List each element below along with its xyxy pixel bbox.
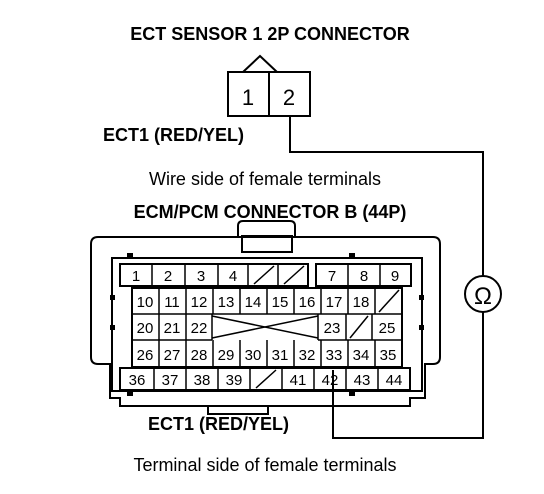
pin-23: 23 (324, 320, 341, 337)
ecm-row-4-labels: 26 27 28 29 30 31 32 33 34 35 (137, 347, 397, 364)
pin-3: 3 (197, 268, 205, 285)
pin-37: 37 (162, 372, 179, 389)
ect-pin-2: 2 (283, 85, 295, 110)
pin-32: 32 (299, 347, 316, 364)
pin-41: 41 (290, 372, 307, 389)
pin-12: 12 (191, 294, 208, 311)
ecm-row-3-labels: 20 21 22 23 25 (137, 320, 396, 337)
pin-29: 29 (218, 347, 235, 364)
housing-tabs (110, 253, 424, 396)
pin-20: 20 (137, 320, 154, 337)
pin-13: 13 (218, 294, 235, 311)
blank-terminal-19 (378, 289, 400, 313)
ecm-row-1: 1 2 3 4 7 8 9 (119, 263, 412, 287)
pin-43: 43 (354, 372, 371, 389)
pin-31: 31 (272, 347, 289, 364)
blank-terminal-24 (349, 315, 369, 339)
wire-side-caption: Wire side of female terminals (149, 169, 381, 189)
pin-2: 2 (164, 268, 172, 285)
blank-terminal-6 (283, 265, 305, 285)
pin-21: 21 (164, 320, 181, 337)
pin-15: 15 (272, 294, 289, 311)
pin-26: 26 (137, 347, 154, 364)
pin-38: 38 (194, 372, 211, 389)
ohm-icon: Ω (474, 283, 492, 310)
ecm-row-5-labels: 36 37 38 39 41 42 43 44 (129, 372, 403, 389)
ect-sensor-wire-label: ECT1 (RED/YEL) (103, 125, 244, 145)
pin-25: 25 (379, 320, 396, 337)
pin-34: 34 (353, 347, 370, 364)
ect-sensor-connector (227, 54, 311, 117)
pin-8: 8 (360, 268, 368, 285)
pin-16: 16 (299, 294, 316, 311)
pin-44: 44 (386, 372, 403, 389)
pin-10: 10 (137, 294, 154, 311)
pin-39: 39 (226, 372, 243, 389)
pin-17: 17 (326, 294, 343, 311)
ect-sensor-title: ECT SENSOR 1 2P CONNECTOR (130, 24, 409, 44)
pin-22: 22 (191, 320, 208, 337)
empty-cavity-cross-b (211, 315, 319, 339)
pin-36: 36 (129, 372, 146, 389)
ecm-connector-title: ECM/PCM CONNECTOR B (44P) (134, 202, 407, 222)
pin-4: 4 (229, 268, 237, 285)
blank-terminal-40 (255, 369, 277, 389)
pin-14: 14 (245, 294, 262, 311)
pin-33: 33 (326, 347, 343, 364)
pin-35: 35 (380, 347, 397, 364)
pin-9: 9 (391, 268, 399, 285)
ect-pin-1: 1 (242, 85, 254, 110)
pin-7: 7 (328, 268, 336, 285)
pin-27: 27 (164, 347, 181, 364)
ecm-row-2-labels: 10 11 12 13 14 15 16 17 18 (137, 294, 370, 311)
ohmmeter: Ω (464, 275, 502, 313)
pin-42: 42 (322, 372, 339, 389)
terminal-side-caption: Terminal side of female terminals (133, 455, 396, 475)
pin-28: 28 (191, 347, 208, 364)
pin-30: 30 (245, 347, 262, 364)
ecm-wire-label: ECT1 (RED/YEL) (148, 414, 289, 434)
pin-1: 1 (132, 268, 140, 285)
pin-11: 11 (164, 294, 180, 311)
pin-18: 18 (353, 294, 370, 311)
blank-terminal-5 (253, 265, 275, 285)
test-lead-wires (289, 117, 484, 439)
ecm-rows-2-4 (131, 287, 403, 368)
ecm-row-5 (119, 367, 411, 391)
